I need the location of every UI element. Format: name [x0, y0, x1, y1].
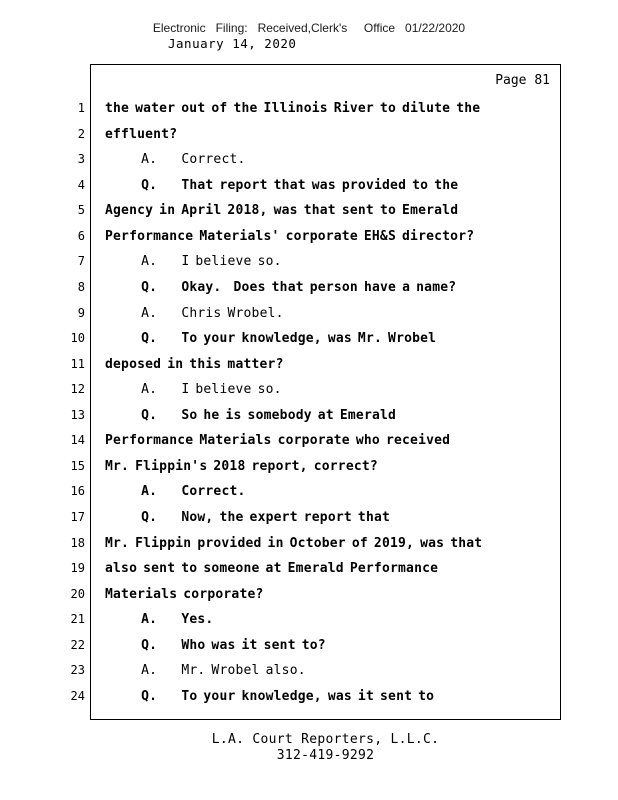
line-number: 2 — [77, 126, 85, 141]
transcript-line: 22 Q. Who was it sent to? — [40, 633, 575, 659]
line-text: A. I believe so. — [105, 254, 282, 270]
line-number: 8 — [77, 279, 85, 294]
transcript-line: 20 Materials corporate? — [40, 582, 575, 608]
line-number: 5 — [77, 203, 85, 218]
line-text: A. Mr. Wrobel also. — [105, 663, 306, 679]
transcript-lines: 1 the water out of the Illinois River to … — [40, 96, 575, 710]
transcript-line: 7 A. I believe so. — [40, 249, 575, 275]
page-number-label: Page 81 — [495, 73, 550, 88]
transcript-line: 15 Mr. Flippin's 2018 report, correct? — [40, 454, 575, 480]
line-text: effluent? — [105, 126, 178, 142]
line-text: deposed in this matter? — [105, 356, 284, 372]
line-text: Q. To your knowledge, was Mr. Wrobel — [105, 331, 437, 347]
line-text: Performance Materials' corporate EH&S di… — [105, 228, 475, 244]
line-number: 16 — [70, 484, 85, 499]
line-text: the water out of the Illinois River to d… — [105, 101, 481, 116]
line-number: 22 — [70, 637, 85, 652]
line-number: 1 — [77, 101, 85, 115]
transcript-line: 13 Q. So he is somebody at Emerald — [40, 403, 575, 429]
line-number: 24 — [70, 688, 85, 703]
line-text: A. Correct. — [105, 152, 246, 168]
line-text: Agency in April 2018, was that sent to E… — [105, 203, 459, 219]
line-text: Q. Okay. Does that person have a name? — [105, 279, 457, 295]
line-number: 10 — [70, 331, 85, 346]
efiling-stamp: Electronic Filing: Received,Clerk's Offi… — [152, 21, 466, 35]
line-number: 23 — [70, 663, 85, 678]
line-number: 20 — [70, 586, 85, 601]
transcript-line: 21 A. Yes. — [40, 607, 575, 633]
line-text: A. Correct. — [105, 484, 246, 500]
transcript-line: 12 A. I believe so. — [40, 377, 575, 403]
line-text: Q. Now, the expert report that — [105, 510, 391, 525]
court-reporter-name: L.A. Court Reporters, L.L.C. — [211, 732, 440, 747]
line-text: Mr. Flippin's 2018 report, correct? — [105, 458, 378, 474]
transcript-line: 10 Q. To your knowledge, was Mr. Wrobel — [40, 326, 575, 352]
court-reporter-phone: 312-419-9292 — [276, 748, 375, 763]
line-text: also sent to someone at Emerald Performa… — [105, 561, 439, 577]
line-number: 7 — [77, 254, 85, 269]
line-number: 9 — [77, 305, 85, 320]
transcript-line: 17 Q. Now, the expert report that — [40, 505, 575, 531]
line-number: 19 — [70, 561, 85, 576]
line-number: 11 — [70, 356, 85, 371]
line-number: 6 — [77, 228, 85, 243]
line-number: 15 — [70, 458, 85, 473]
transcript-line: 14 Performance Materials corporate who re… — [40, 428, 575, 454]
transcript-line: 16 A. Correct. — [40, 479, 575, 505]
transcript-line: 1 the water out of the Illinois River to … — [40, 96, 575, 122]
transcript-line: 19 also sent to someone at Emerald Perfor… — [40, 556, 575, 582]
line-number: 4 — [77, 177, 85, 192]
line-text: A. I believe so. — [105, 382, 282, 398]
line-text: Mr. Flippin provided in October of 2019,… — [105, 535, 483, 551]
line-text: Q. Who was it sent to? — [105, 637, 326, 653]
line-number: 21 — [70, 612, 85, 627]
line-number: 18 — [70, 535, 85, 550]
line-number: 13 — [70, 407, 85, 422]
transcript-line: 9 A. Chris Wrobel. — [40, 301, 575, 327]
deposition-date-stamp: January 14, 2020 — [168, 36, 297, 51]
line-text: Q. That report that was provided to the — [105, 177, 459, 193]
line-text: Performance Materials corporate who rece… — [105, 433, 451, 449]
line-number: 17 — [70, 510, 85, 524]
line-text: Materials corporate? — [105, 586, 264, 602]
line-text: Q. So he is somebody at Emerald — [105, 407, 397, 423]
transcript-line: 4 Q. That report that was provided to th… — [40, 173, 575, 199]
transcript-line: 6 Performance Materials' corporate EH&S d… — [40, 224, 575, 250]
transcript-line: 24 Q. To your knowledge, was it sent to — [40, 684, 575, 710]
line-number: 12 — [70, 382, 85, 397]
transcript-line: 2 effluent? — [40, 122, 575, 148]
line-text: Q. To your knowledge, was it sent to — [105, 688, 435, 704]
transcript-line: 5 Agency in April 2018, was that sent to … — [40, 198, 575, 224]
transcript-line: 3 A. Correct. — [40, 147, 575, 173]
line-text: A. Yes. — [105, 612, 214, 628]
transcript-page-box: Page 81 — [90, 64, 561, 720]
line-number: 3 — [77, 152, 85, 167]
transcript-line: 11 deposed in this matter? — [40, 352, 575, 378]
transcript-line: 8 Q. Okay. Does that person have a name? — [40, 275, 575, 301]
line-text: A. Chris Wrobel. — [105, 305, 284, 321]
line-number: 14 — [70, 433, 85, 448]
transcript-line: 18 Mr. Flippin provided in October of 201… — [40, 531, 575, 557]
transcript-line: 23 A. Mr. Wrobel also. — [40, 658, 575, 684]
